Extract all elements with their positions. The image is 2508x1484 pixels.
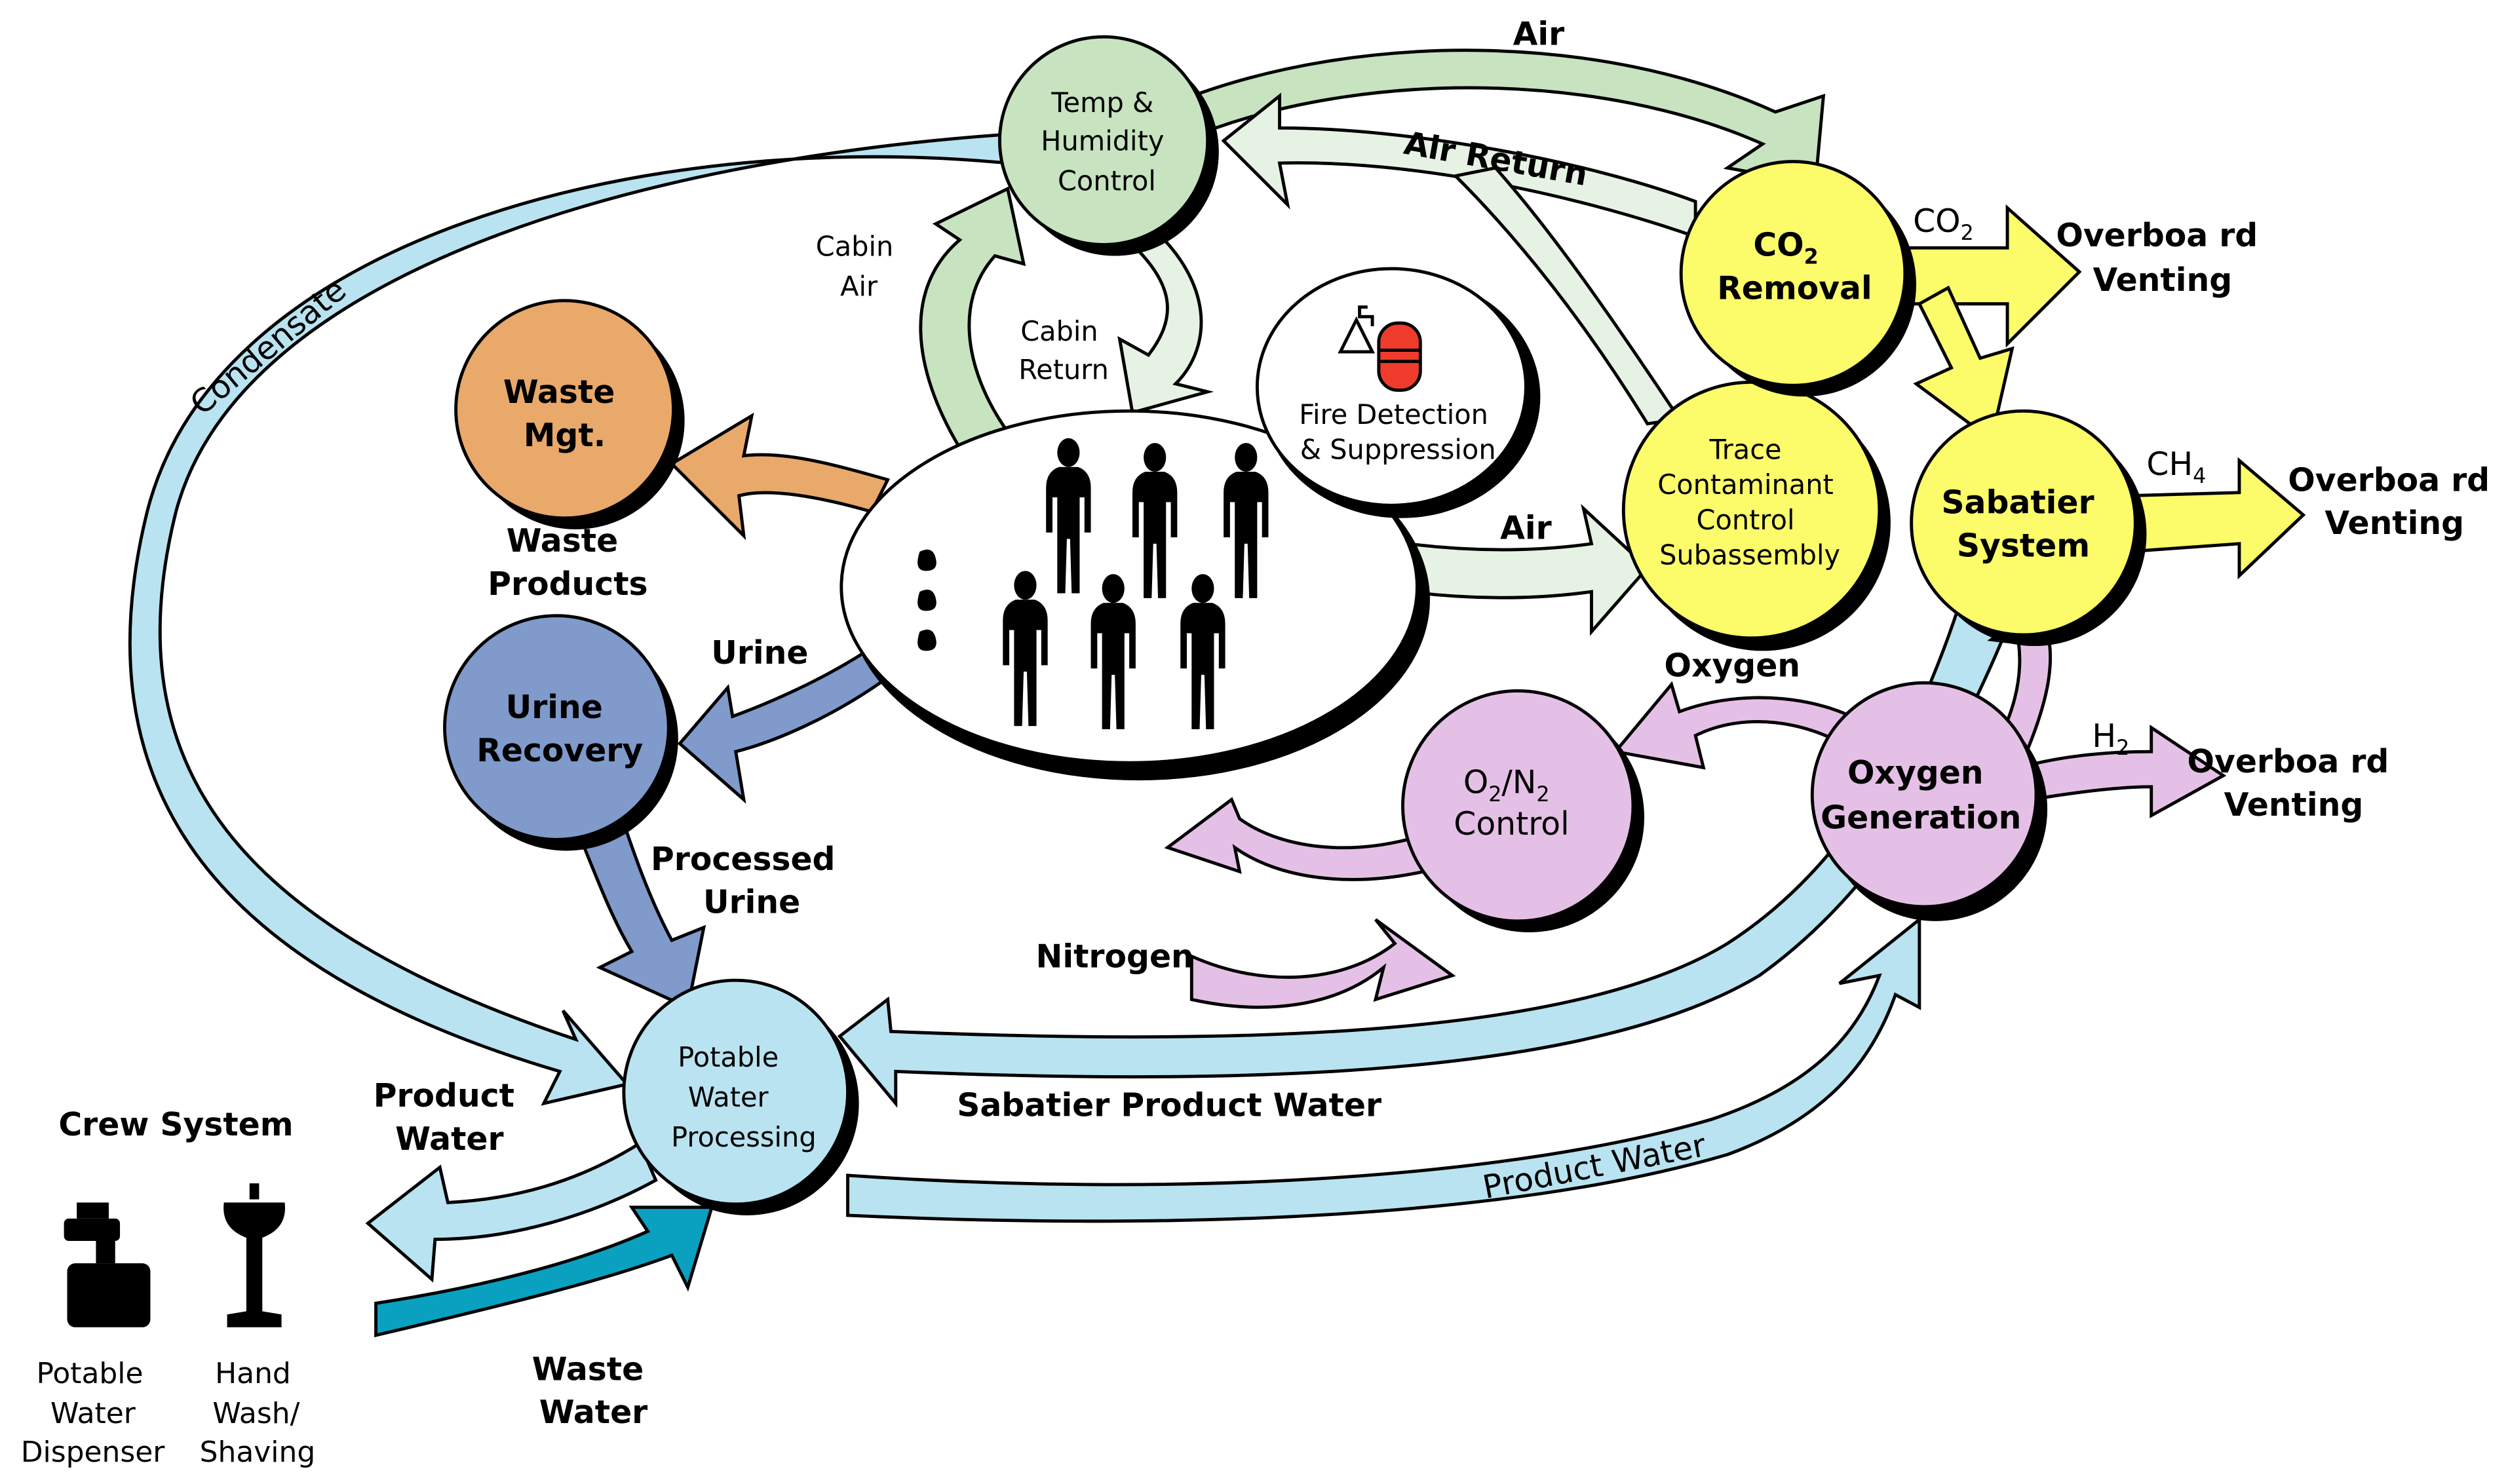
crew-member-icon [1132,443,1178,598]
air-top-label: Air [1513,15,1565,52]
potable-water-label: Potable Water Processing [671,1041,817,1153]
temp-humidity-node [997,35,1219,256]
nitrogen-arrow [1189,918,1456,1009]
air-return-arrow [1221,92,1697,239]
cabin-node [839,409,1430,781]
product-water-left-label: Product Water [374,1077,526,1158]
crew-member-icon [1003,571,1048,727]
crew-member-icon [1180,574,1225,729]
oxygen-label: Oxygen [1665,647,1801,684]
waste-water-label: Waste Water [532,1350,655,1431]
fire-detection-label: Fire Detection & Suppression [1299,398,1497,466]
air-mid-arrow [1406,504,1650,636]
overboard-venting-2: Overboa rd Venting [2288,461,2501,542]
hand-wash-label: Hand Wash/ Shaving [200,1357,316,1469]
sabatier-water-arrow [837,602,2015,1108]
trace-contaminant-node [1621,380,1891,651]
sabatier-product-water-label: Sabatier Product Water [957,1087,1381,1124]
oxygen-generation-node [1810,681,2048,921]
urine-label: Urine [711,634,808,672]
co2-to-sabatier-arrow [1913,285,2015,443]
waste-mgt-label: Waste Mgt. [503,373,626,454]
water-drop-icons [917,549,936,651]
potable-dispenser-label: Potable Water Dispenser [21,1357,166,1469]
crew-member-icon [1224,443,1269,598]
crew-member-icon [1046,438,1091,594]
crew-figures [1003,438,1269,729]
processed-urine-label: Processed Urine [651,841,847,921]
processed-urine-arrow [565,797,706,1010]
crew-system-label: Crew System [58,1106,293,1143]
h2-label: H2 [2092,717,2129,760]
product-water-arrow [846,916,1921,1223]
overboard-venting-3: Overboa rd Venting [2188,743,2401,824]
co2-label: CO2 [1913,202,1974,245]
nitrogen-label: Nitrogen [1036,938,1194,976]
cabin-air-label: Cabin Air [816,231,902,303]
product-water-left-arrow [365,1141,658,1283]
oxygen-generation-label: Oxygen Generation [1821,754,2021,836]
ch4-overboard-arrow [2125,457,2306,580]
urine-recovery-node [443,614,678,851]
air-mid-label: Air [1500,510,1552,547]
cabin-return-label: Cabin Return [1018,315,1109,386]
cabin-air-arrow [919,186,1026,450]
overboard-venting-1: Overboa rd Venting [2056,217,2269,299]
condensate-arrow [128,132,1010,1106]
ch4-label: CH4 [2146,446,2206,488]
product-water-right-label: Product Water [1480,1126,1709,1206]
trace-return-arrow [1452,166,1682,426]
o2n2-control-label: O2/N2 Control [1454,764,1569,843]
condensate-label: Condensate [183,271,353,423]
oxygen-arrow [1612,681,1874,770]
faucet-icon [64,1202,151,1327]
urine-recovery-label: Urine Recovery [476,689,643,769]
waste-mgt-node [454,299,685,529]
waste-products-label: Waste Products [488,522,647,603]
trace-contaminant-label: Trace Contaminant Control Subassembly [1657,433,1842,571]
temp-humidity-label: Temp & Humidity Control [1041,86,1172,197]
urine-arrow [677,645,898,804]
co2-removal-node [1679,160,1916,397]
co2-removal-label: CO2 Removal [1717,227,1872,307]
hand-wash-icon [223,1183,285,1327]
o2n2-out-arrow [1164,797,1426,881]
potable-water-node [622,978,859,1215]
crew-member-icon [1090,574,1136,729]
h2-overboard-arrow [2030,724,2227,818]
o2n2-control-node [1401,689,1645,932]
sabatier-node [1910,409,2147,647]
fire-extinguisher-icon [1338,305,1422,392]
cabin-return-arrow [1117,238,1214,415]
waste-products-arrow [669,412,891,541]
sabatier-label: Sabatier System [1941,484,2105,564]
